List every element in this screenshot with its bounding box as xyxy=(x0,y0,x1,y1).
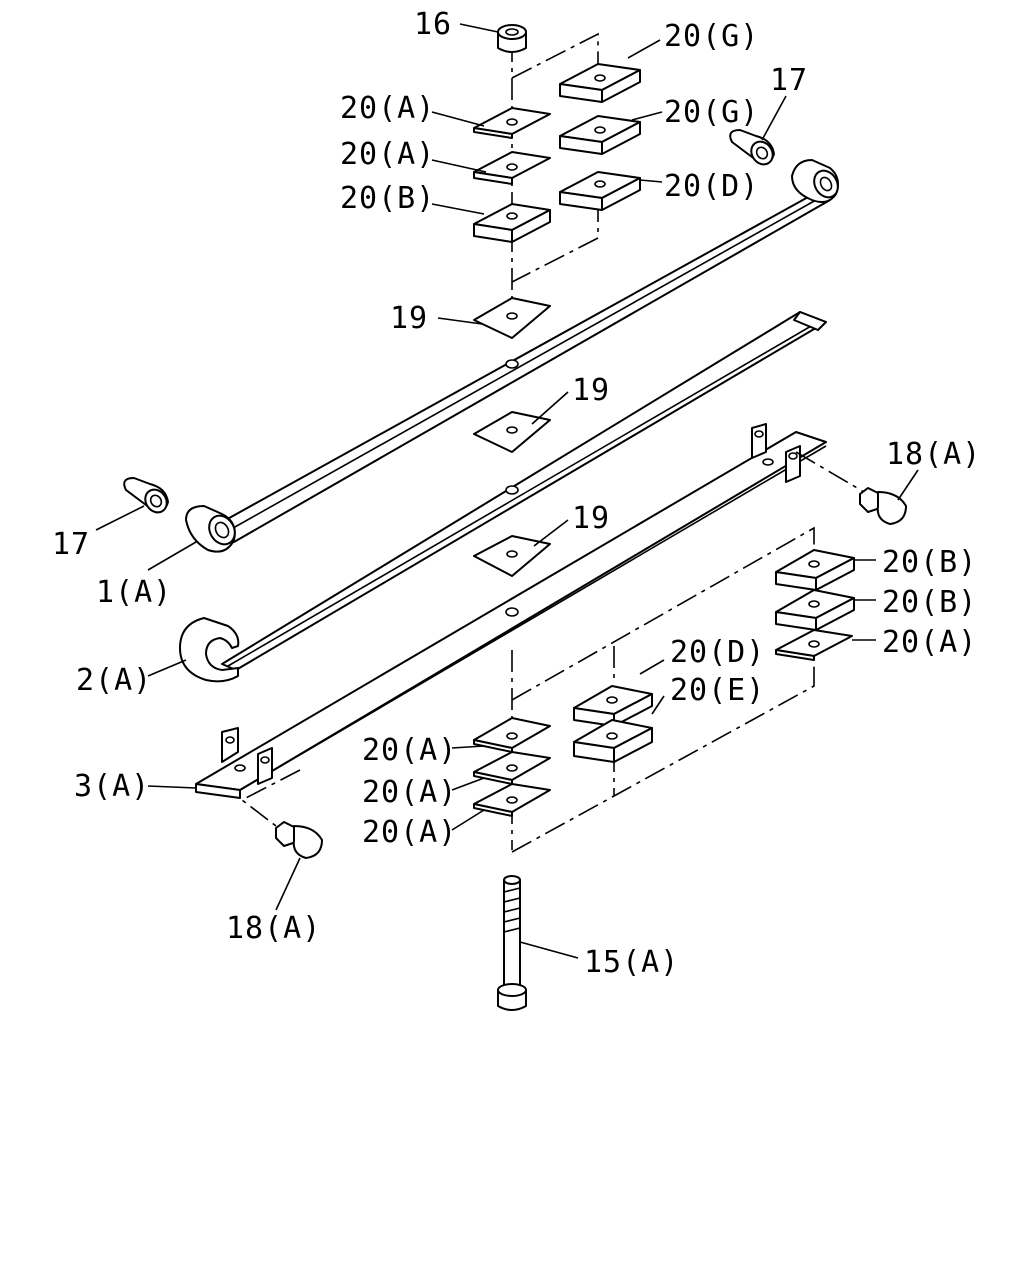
label-15a: 15(A) xyxy=(584,945,679,980)
label-20g-top: 20(G) xyxy=(664,19,759,54)
label-20d-1: 20(D) xyxy=(664,169,759,204)
label-20a-1: 20(A) xyxy=(340,91,435,126)
callout-labels: 16 20(G) 17 20(A) 20(G) 20(A) 20(B) 20(D… xyxy=(52,7,981,980)
leader-lines xyxy=(95,23,919,959)
leaf-spring-1a xyxy=(185,159,839,553)
label-20g-2: 20(G) xyxy=(664,95,759,130)
label-1a: 1(A) xyxy=(96,575,172,610)
label-20e: 20(E) xyxy=(670,673,765,708)
shim-plate-20b-1 xyxy=(473,203,551,243)
label-16: 16 xyxy=(414,7,452,42)
label-18a-right: 18(A) xyxy=(886,437,981,472)
shim-plate-20a-2 xyxy=(473,151,551,185)
shim-plate-20g-top xyxy=(559,63,641,103)
bushing-17-left xyxy=(123,477,169,514)
label-20d-2: 20(D) xyxy=(670,635,765,670)
bushing-17-right xyxy=(729,129,775,166)
label-19-top: 19 xyxy=(390,301,428,336)
label-20a-b1: 20(A) xyxy=(362,733,457,768)
bolt-18a-left xyxy=(240,769,323,859)
center-bolt-15a xyxy=(497,875,527,1011)
shim-plate-20b-r2 xyxy=(775,589,855,631)
label-19-lower: 19 xyxy=(572,501,610,536)
nut-part-16 xyxy=(497,24,527,53)
label-2a: 2(A) xyxy=(76,663,152,698)
label-20a-2: 20(A) xyxy=(340,137,435,172)
shim-plate-20g-2 xyxy=(559,115,641,155)
shim-plate-20a-1 xyxy=(473,107,551,139)
label-17-left: 17 xyxy=(52,527,90,562)
shim-plate-20a-b2 xyxy=(473,751,551,785)
leaf-spring-3a xyxy=(195,423,827,799)
pad-19-middle xyxy=(473,411,551,453)
label-20b-1: 20(B) xyxy=(340,181,435,216)
shim-plate-20e xyxy=(573,719,653,763)
label-17-right: 17 xyxy=(770,63,808,98)
pad-19-lower xyxy=(473,535,551,577)
label-20a-b3: 20(A) xyxy=(362,815,457,850)
pad-19-top xyxy=(473,297,551,339)
shim-plate-20b-r1 xyxy=(775,549,855,591)
label-19-middle: 19 xyxy=(572,373,610,408)
shim-plate-20d-2 xyxy=(573,685,653,727)
label-20b-r2: 20(B) xyxy=(882,585,977,620)
label-20b-r1: 20(B) xyxy=(882,545,977,580)
shim-plate-20a-b1 xyxy=(473,717,551,753)
label-3a: 3(A) xyxy=(74,769,150,804)
label-20a-r: 20(A) xyxy=(882,625,977,660)
shim-plate-20a-r xyxy=(775,629,853,661)
shim-plate-20a-b3 xyxy=(473,783,551,817)
shim-plate-20d-1 xyxy=(559,171,641,211)
leaf-spring-2a xyxy=(179,311,827,683)
label-18a-left: 18(A) xyxy=(226,911,321,946)
label-20a-b2: 20(A) xyxy=(362,775,457,810)
